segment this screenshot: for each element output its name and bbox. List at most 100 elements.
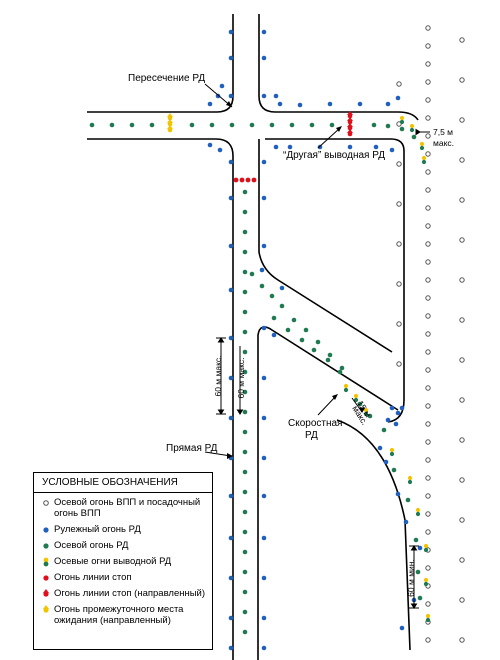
runway-light	[425, 439, 431, 445]
directional-stop-light	[347, 117, 353, 121]
taxiway-centerline-light	[385, 123, 391, 129]
taxiway-centerline-light	[371, 122, 377, 128]
runway-light	[425, 295, 431, 301]
label-straight: Прямая РД	[166, 443, 218, 454]
exit-centerline-light	[421, 159, 427, 165]
taxiway-centerline-light	[242, 209, 248, 215]
taxiway-centerline-light	[242, 269, 248, 275]
holding-position-light	[167, 125, 173, 129]
runway-light-icon	[38, 497, 54, 508]
taxiway-centerline-light	[242, 249, 248, 255]
taxiway-centerline-light	[289, 122, 295, 128]
runway-light	[425, 493, 431, 499]
exit-centerline-light	[407, 475, 413, 481]
runway-light	[425, 241, 431, 247]
taxiway-edge-light	[228, 645, 234, 651]
runway-light	[396, 81, 402, 87]
stop-bar-light	[251, 177, 257, 183]
dim-arrow	[217, 409, 225, 415]
taxiway-centerline-light	[367, 413, 373, 419]
runway-light	[459, 157, 465, 163]
taxiway-edge-light	[393, 421, 399, 427]
taxiway-edge-light	[261, 645, 267, 651]
taxiway-centerline-light	[269, 122, 275, 128]
stop-bar-light	[233, 177, 239, 183]
legend-title: УСЛОВНЫЕ ОБОЗНАЧЕНИЯ	[34, 473, 212, 493]
directional-stop-light-icon	[38, 588, 54, 599]
taxiway-edge-light	[261, 159, 267, 165]
taxiway-centerline-light	[242, 389, 248, 395]
runway-light	[425, 187, 431, 193]
taxiway-centerline-light	[399, 126, 405, 132]
runway-light	[425, 259, 431, 265]
legend-item-label: Осевой огонь ВПП и посадочный огонь ВПП	[54, 497, 201, 519]
taxiway-centerline-light	[259, 283, 265, 289]
runway-light	[396, 361, 402, 367]
taxiway-edge-light	[385, 417, 391, 423]
taxiway-centerline-light	[242, 409, 248, 415]
taxiway-edge-light	[279, 285, 285, 291]
label-rapid-exit-2: РД	[305, 430, 318, 441]
taxiway-edge-light	[399, 405, 405, 411]
label-60m-max: 60 м макс.	[213, 355, 223, 396]
legend-item: Рулежный огонь РД	[38, 524, 208, 535]
lights-layer	[89, 25, 465, 651]
taxiway-centerline-light	[242, 289, 248, 295]
taxiway-centerline-light	[327, 352, 333, 358]
taxiway-centerline-light	[242, 229, 248, 235]
taxiway-edge-light	[228, 615, 234, 621]
directional-stop-light	[347, 111, 353, 115]
exit-centerline-light	[423, 581, 429, 587]
dim-arrow	[410, 603, 418, 609]
taxiway-edge-light	[228, 335, 234, 341]
label-rapid-exit-1: Скоростная	[288, 418, 342, 429]
runway-light	[396, 281, 402, 287]
taxiway-centerline-light	[325, 357, 331, 363]
taxiway-edge-light	[277, 101, 283, 107]
leader-straight-arrow	[227, 453, 233, 459]
label-intersection: Пересечение РД	[128, 73, 205, 84]
taxiway-centerline-light	[381, 427, 387, 433]
stop-bar-light	[239, 177, 245, 183]
taxiway-centerline-light	[309, 122, 315, 128]
legend-item-label: Огонь линии стоп (направленный)	[54, 588, 206, 599]
runway-light	[425, 367, 431, 373]
taxiway-edge-light	[389, 405, 395, 411]
taxiway-centerline-light	[242, 429, 248, 435]
directional-stop-light	[347, 129, 353, 133]
exit-centerline-light	[423, 543, 429, 549]
runway-light	[459, 437, 465, 443]
taxiway-centerline-light	[391, 467, 397, 473]
taxiway-edge-light	[377, 445, 383, 451]
taxiway-centerline-light	[315, 339, 321, 345]
runway-light	[425, 133, 431, 139]
taxiway-edge-light	[287, 144, 293, 150]
taxiway-edge-light	[228, 535, 234, 541]
runway-light	[425, 475, 431, 481]
runway-light	[425, 277, 431, 283]
label-60m-max-small: 60 м макс.	[236, 357, 246, 398]
runway-light	[396, 161, 402, 167]
taxiway-edge-light	[395, 95, 401, 101]
runway-light	[425, 421, 431, 427]
taxiway-edge-light	[261, 493, 267, 499]
label-other-exit: “Другая” выводная РД	[283, 150, 385, 161]
taxiway-centerline-light	[149, 122, 155, 128]
taxiway-centerline-light	[249, 122, 255, 128]
exit-centerline-light	[425, 613, 431, 619]
taxiway-edge-light	[228, 375, 234, 381]
taxiway-edge-light	[259, 267, 265, 273]
taxiway-edge-light	[228, 93, 234, 99]
legend-item: Осевые огни выводной РД	[38, 556, 208, 567]
leader-straight	[204, 451, 232, 457]
runway-light	[425, 115, 431, 121]
legend-items: Осевой огонь ВПП и посадочный огонь ВПП …	[34, 493, 212, 626]
taxiway-centerline-light	[357, 401, 363, 407]
taxiway-edge-light	[389, 147, 395, 153]
runway-light	[459, 397, 465, 403]
taxiway-centerline-light	[285, 327, 291, 333]
taxiway-edge-light	[271, 332, 277, 338]
taxiway-edge-light	[217, 147, 223, 153]
taxiway-edge-light	[228, 243, 234, 249]
